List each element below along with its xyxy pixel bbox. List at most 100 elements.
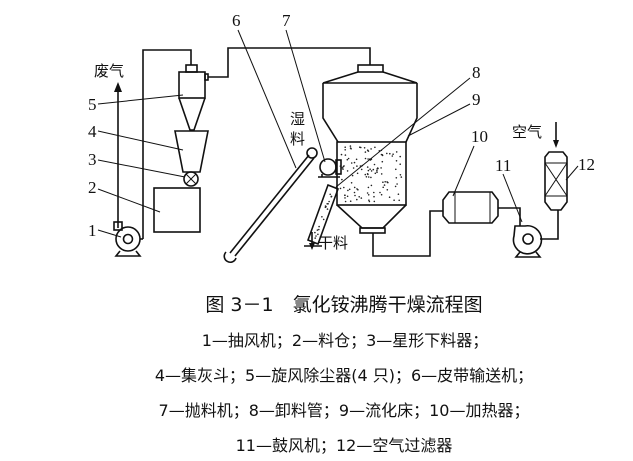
thrower-7 [318, 158, 342, 178]
particle-dot [367, 186, 370, 189]
particle-dot [344, 146, 347, 148]
particle-dot [327, 203, 329, 205]
particle-dot [399, 155, 402, 158]
particle-dot [343, 186, 345, 189]
suction-fan-1 [113, 221, 143, 257]
particle-dot [366, 173, 369, 175]
legend-line-4: 11—鼓风机；12—空气过滤器 [236, 436, 453, 455]
particle-dot [389, 152, 391, 155]
label-8: 8 [472, 63, 481, 82]
particle-dot [370, 184, 373, 187]
particle-dot [394, 185, 397, 188]
particle-dot [350, 162, 353, 164]
particle-dot [391, 155, 394, 157]
leader-lines-left [97, 94, 186, 238]
particle-dot [318, 228, 320, 231]
label-9: 9 [472, 90, 481, 109]
particle-dot [356, 165, 358, 167]
particle-dot [365, 176, 368, 178]
label-2: 2 [88, 178, 97, 197]
particle-dot [400, 176, 403, 178]
air-inlet-arrow [553, 122, 559, 148]
particle-dot [367, 194, 370, 196]
particle-dot [382, 186, 385, 189]
particle-dot [314, 237, 317, 239]
particle-dot [373, 163, 376, 166]
particle-dot [358, 196, 361, 198]
pipe-cyclone-to-dryer [208, 47, 371, 78]
particle-dot [367, 176, 370, 178]
particle-dot [342, 168, 344, 170]
particle-dot [347, 157, 350, 160]
star-feeder-3 [183, 171, 199, 187]
pipe-fan-to-cyclone [142, 49, 192, 239]
particle-dot [397, 193, 400, 195]
particle-dot [381, 154, 384, 157]
particle-dot [386, 189, 389, 191]
particle-dot [349, 147, 352, 149]
particle-dot [364, 173, 367, 176]
particle-dot [393, 199, 395, 201]
particle-dot [366, 149, 369, 151]
particle-dot [374, 146, 376, 149]
legend-line-3: 7—抛料机；8—卸料管；9—流化床；10—加热器； [159, 401, 530, 420]
particle-dot [395, 151, 398, 153]
particle-dot [399, 163, 402, 165]
legend-line-2: 4—集灰斗；5—旋风除尘器(4 只)；6—皮带输送机； [155, 366, 533, 385]
particle-dot [364, 151, 367, 153]
particle-dot [341, 167, 344, 169]
particle-dot [370, 176, 372, 179]
particle-dot [380, 153, 383, 156]
particle-dot [344, 149, 347, 151]
particle-dot [380, 173, 383, 175]
exhaust-label: 废气 [94, 62, 124, 80]
particle-dot [388, 196, 391, 198]
particle-dot [346, 170, 349, 172]
particle-dot [366, 192, 369, 194]
particle-dot [353, 191, 356, 194]
particle-dot [370, 170, 373, 172]
particle-dot [356, 172, 359, 175]
figure-title: 图 3－1 氯化铵沸腾干燥流程图 [205, 294, 482, 316]
particle-dot [352, 167, 355, 169]
particle-dot [346, 195, 349, 198]
legend-line-1: 1—抽风机；2—料仓；3—星形下料器； [202, 331, 489, 350]
particle-dot [344, 200, 347, 203]
particle-dot [315, 235, 317, 237]
particle-dot [342, 165, 345, 168]
label-1: 1 [88, 221, 97, 240]
particle-dot [356, 188, 358, 190]
particle-dot [386, 181, 388, 183]
particle-dot [353, 161, 356, 164]
particle-dot [399, 174, 402, 176]
particle-dot [398, 199, 401, 202]
particle-dot [395, 168, 397, 171]
label-7: 7 [282, 11, 291, 30]
cyclone-dust-collector-5 [178, 64, 209, 131]
pipe-heater-to-dryer [372, 210, 443, 257]
air-label: 空气 [512, 123, 542, 141]
particle-dot [384, 181, 387, 183]
particle-dot [339, 165, 342, 167]
particle-dot [396, 183, 398, 185]
particle-dot [350, 182, 353, 184]
fluidized-bed-9 [336, 141, 407, 206]
material-bin-2 [153, 187, 201, 233]
particle-dot [395, 160, 398, 162]
particle-dot [321, 216, 323, 218]
particle-dot [363, 147, 366, 149]
wet-material-label-1: 湿 [290, 110, 305, 128]
blower-fan-11 [512, 224, 543, 258]
particle-dot [360, 197, 363, 199]
particle-dot [386, 152, 388, 155]
particle-dot [392, 153, 394, 155]
particle-dot [341, 178, 343, 181]
particle-dot [380, 193, 383, 196]
particle-dot [376, 169, 378, 172]
bed-particles [339, 145, 403, 203]
air-filter-12 [544, 151, 568, 211]
fluidized-bed-dryer [322, 64, 418, 234]
particle-dot [360, 168, 363, 171]
particle-dot [379, 191, 381, 194]
particle-dot [370, 148, 372, 150]
